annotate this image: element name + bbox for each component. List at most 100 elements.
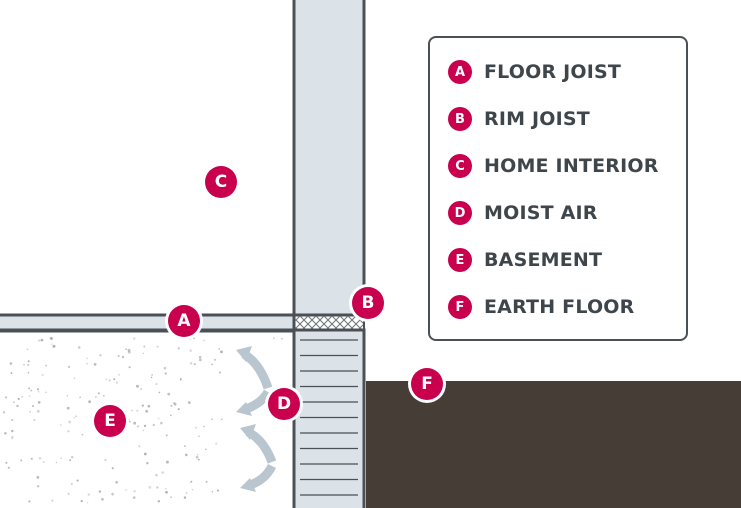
moist-air-arrowheads <box>236 346 256 492</box>
speckle-dot <box>50 337 53 340</box>
speckle-dot <box>97 392 100 395</box>
legend-badge: B <box>448 107 472 131</box>
speckle-dot <box>125 489 127 491</box>
speckle-dot <box>70 482 73 485</box>
speckle-dot <box>196 453 199 456</box>
speckle-dot <box>36 485 40 488</box>
marker-moist-air: D <box>268 388 300 420</box>
speckle-dot <box>40 338 44 342</box>
speckle-dot <box>104 459 107 462</box>
speckle-dot <box>136 384 139 388</box>
speckle-dot <box>150 376 153 379</box>
speckle-dot <box>203 425 205 428</box>
speckle-dot <box>189 349 192 352</box>
legend-label: HOME INTERIOR <box>484 155 659 177</box>
basement-speckles <box>2 336 283 504</box>
speckle-dot <box>205 448 207 450</box>
speckle-dot <box>177 408 180 411</box>
speckle-dot <box>66 394 69 397</box>
speckle-dot <box>133 421 137 425</box>
speckle-dot <box>165 490 168 494</box>
speckle-dot <box>220 418 223 421</box>
speckle-dot <box>203 339 205 342</box>
speckle-dot <box>143 345 146 348</box>
speckle-dot <box>41 373 44 376</box>
speckle-dot <box>17 397 20 400</box>
speckle-dot <box>272 337 275 340</box>
airflow-arrow <box>241 350 273 390</box>
speckle-dot <box>156 486 159 489</box>
speckle-dot <box>67 492 70 495</box>
legend-item: A FLOOR JOIST <box>448 59 621 85</box>
speckle-dot <box>28 500 31 503</box>
speckle-dot <box>10 372 13 375</box>
speckle-dot <box>142 352 145 355</box>
floor-joist-beam <box>0 313 296 332</box>
speckle-dot <box>125 348 127 350</box>
speckle-dot <box>99 354 102 357</box>
speckle-dot <box>138 445 141 448</box>
speckle-dot <box>155 383 158 385</box>
speckle-dot <box>165 434 168 437</box>
speckle-dot <box>218 371 221 374</box>
speckle-dot <box>147 404 151 408</box>
speckle-dot <box>167 392 171 396</box>
speckle-dot <box>111 466 114 469</box>
speckle-dot <box>142 429 145 432</box>
legend-label: MOIST AIR <box>484 202 598 224</box>
speckle-dot <box>68 420 72 424</box>
speckle-dot <box>67 365 71 369</box>
speckle-dot <box>185 492 188 494</box>
legend-badge: C <box>448 154 472 178</box>
legend-item: C HOME INTERIOR <box>448 153 659 179</box>
speckle-dot <box>27 360 30 363</box>
legend-label: EARTH FLOOR <box>484 296 635 318</box>
speckle-dot <box>33 418 36 421</box>
speckle-dot <box>11 436 14 439</box>
speckle-dot <box>69 459 72 462</box>
speckle-dot <box>30 457 33 460</box>
speckle-dot <box>28 387 31 390</box>
speckle-dot <box>211 418 213 421</box>
speckle-dot <box>184 453 188 457</box>
speckle-dot <box>127 350 131 354</box>
speckle-dot <box>37 339 41 342</box>
speckle-dot <box>197 458 200 461</box>
speckle-dot <box>2 411 6 414</box>
speckle-dot <box>59 424 62 427</box>
speckle-dot <box>103 395 105 397</box>
speckle-dot <box>42 461 45 463</box>
speckle-dot <box>11 437 13 440</box>
marker-basement: E <box>94 405 126 437</box>
speckle-dot <box>60 457 62 459</box>
speckle-dot <box>37 401 41 404</box>
speckle-dot <box>86 357 88 360</box>
legend-panel: A FLOOR JOIST B RIM JOIST C HOME INTERIO… <box>428 36 688 341</box>
legend-item: F EARTH FLOOR <box>448 294 634 320</box>
speckle-dot <box>205 480 208 483</box>
airflow-arrow <box>245 427 277 464</box>
speckle-dot <box>93 362 97 366</box>
speckle-dot <box>9 362 13 365</box>
speckle-dot <box>156 345 159 348</box>
speckle-dot <box>191 488 194 491</box>
arrowhead <box>240 478 256 492</box>
speckle-dot <box>281 338 283 340</box>
speckle-dot <box>143 424 147 428</box>
speckle-dot <box>32 405 34 408</box>
speckle-dot <box>193 362 196 366</box>
speckle-dot <box>155 473 158 477</box>
speckle-dot <box>73 377 76 379</box>
legend-item: B RIM JOIST <box>448 106 590 132</box>
speckle-dot <box>158 391 161 394</box>
speckle-dot <box>36 476 40 479</box>
speckle-dot <box>28 395 31 397</box>
speckle-dot <box>146 462 149 465</box>
speckle-dot <box>117 373 121 376</box>
speckle-dot <box>163 366 167 370</box>
speckle-dot <box>73 416 76 419</box>
marker-home-interior: C <box>205 166 237 198</box>
speckle-dot <box>45 391 47 394</box>
speckle-dot <box>148 485 152 489</box>
speckle-dot <box>4 396 8 399</box>
